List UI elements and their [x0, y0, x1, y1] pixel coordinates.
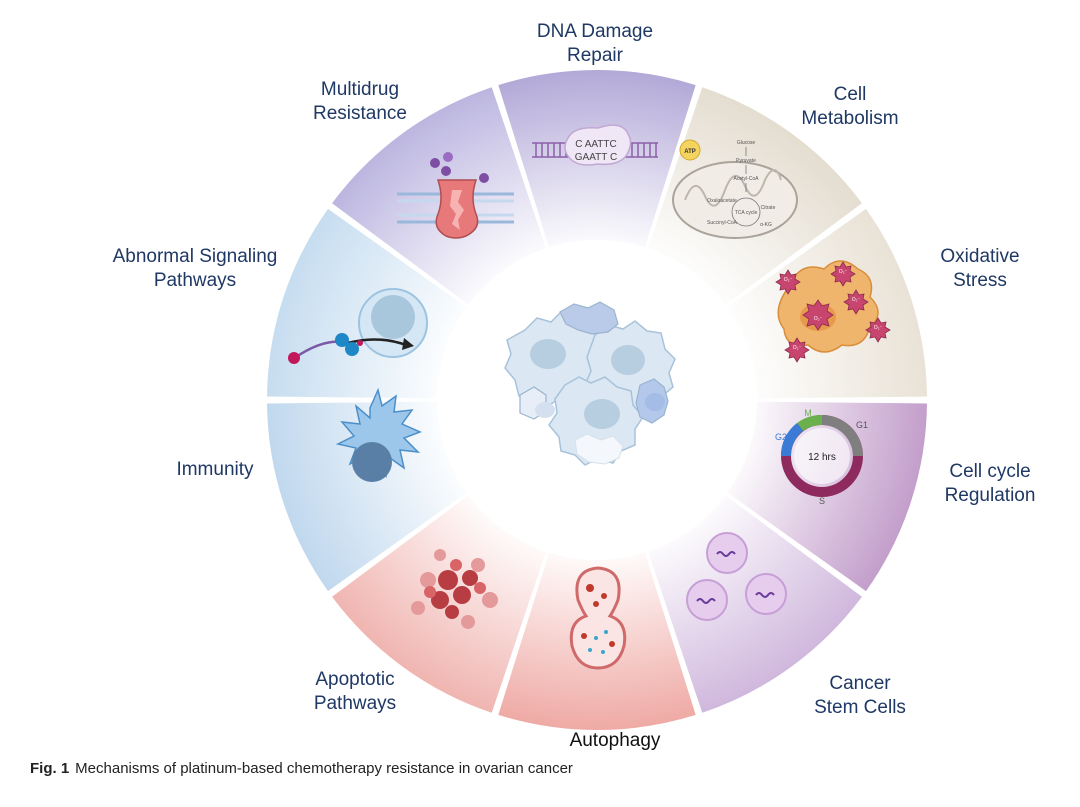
label-line: Immunity — [176, 459, 254, 480]
label-line: Cell — [833, 84, 867, 105]
figure-caption: Fig. 1 Mechanisms of platinum-based chemo… — [30, 760, 573, 777]
label-line: Abnormal Signaling — [112, 246, 278, 267]
pyruvate-label: Pyruvate — [736, 158, 756, 164]
cancer-cell-cluster-icon — [504, 301, 676, 466]
tca-label: TCA cycle — [735, 210, 758, 216]
label-line: Metabolism — [801, 108, 899, 129]
ros-mark-1: O₂⁻ — [814, 316, 823, 322]
label-cell-metabolism: Cell Metabolism — [780, 83, 920, 131]
label-line: Cancer — [829, 673, 891, 694]
label-line: Stress — [953, 270, 1007, 291]
cell-cycle-ring-icon: 12 hrs M G1 S G2 — [775, 408, 868, 506]
ros-mark-4: O₂⁻ — [852, 297, 861, 303]
phase-g1-label: G1 — [856, 420, 868, 430]
stem-cells-icon — [686, 532, 787, 621]
phase-s-label: S — [819, 496, 825, 506]
caption-prefix: Fig. 1 — [30, 760, 70, 777]
label-line: Pathways — [153, 270, 237, 291]
mitochondria-metabolism-icon: ATP Glucose Pyruvate Acetyl-CoA Oxaloace… — [672, 139, 798, 239]
atp-label: ATP — [684, 149, 696, 155]
glucose-label: Glucose — [737, 140, 756, 146]
label-autophagy: Autophagy — [545, 729, 685, 753]
citrate-label: Citrate — [761, 205, 776, 211]
label-oxidative-stress: Oxidative Stress — [915, 245, 1045, 293]
phase-g2-label: G2 — [775, 432, 787, 442]
label-line: Apoptotic — [315, 669, 395, 690]
efflux-pump-icon — [397, 152, 514, 239]
autophagosome-icon — [569, 566, 627, 670]
ros-mark-6: O₂⁻ — [793, 345, 802, 351]
label-apoptotic-pathways: Apoptotic Pathways — [285, 668, 425, 716]
label-cancer-stem-cells: Cancer Stem Cells — [790, 672, 930, 720]
label-line: Multidrug — [320, 79, 400, 100]
oxidative-stress-icon: O₂⁻ O₂⁻ O₂⁻ O₂⁻ O₂⁻ O₂⁻ — [775, 260, 891, 363]
dna-top-sequence: C AATTC — [575, 139, 616, 150]
ros-mark-5: O₂⁻ — [874, 325, 883, 331]
sector-multidrug — [332, 87, 546, 305]
akg-label: α-KG — [760, 222, 772, 228]
ros-mark-3: O₂⁻ — [839, 269, 848, 275]
immune-cell-icon — [335, 387, 422, 482]
label-line: Oxidative — [940, 246, 1020, 267]
label-line: Resistance — [313, 103, 407, 124]
label-immunity: Immunity — [150, 458, 280, 482]
sector-immunity — [267, 401, 467, 592]
succinylcoa-label: Succinyl-CoA — [707, 220, 738, 226]
ros-mark-2: O₂⁻ — [784, 277, 793, 283]
label-line: Autophagy — [569, 730, 661, 751]
acetylcoa-label: Acetyl-CoA — [733, 176, 759, 182]
signaling-pathway-icon — [288, 288, 428, 364]
label-multidrug-resistance: Multidrug Resistance — [290, 78, 430, 126]
dna-repair-icon: C AATTC GAATT C — [532, 124, 658, 166]
label-line: Regulation — [944, 485, 1036, 506]
oxaloacetate-label: Oxaloacetate — [707, 198, 737, 204]
label-line: Stem Cells — [814, 697, 906, 718]
label-abnormal-signaling: Abnormal Signaling Pathways — [90, 245, 300, 293]
label-line: Repair — [567, 45, 623, 66]
apoptotic-cell-icon — [411, 549, 498, 629]
label-line: Cell cycle — [949, 461, 1031, 482]
dna-bottom-sequence: GAATT C — [575, 152, 617, 163]
label-line: Pathways — [313, 693, 397, 714]
label-dna-damage-repair: DNA Damage Repair — [520, 20, 670, 68]
label-cell-cycle-regulation: Cell cycle Regulation — [920, 460, 1060, 508]
label-line: DNA Damage — [536, 21, 654, 42]
caption-text: Mechanisms of platinum-based chemotherap… — [75, 760, 573, 777]
phase-m-label: M — [804, 408, 812, 418]
cell-cycle-duration: 12 hrs — [808, 452, 836, 463]
